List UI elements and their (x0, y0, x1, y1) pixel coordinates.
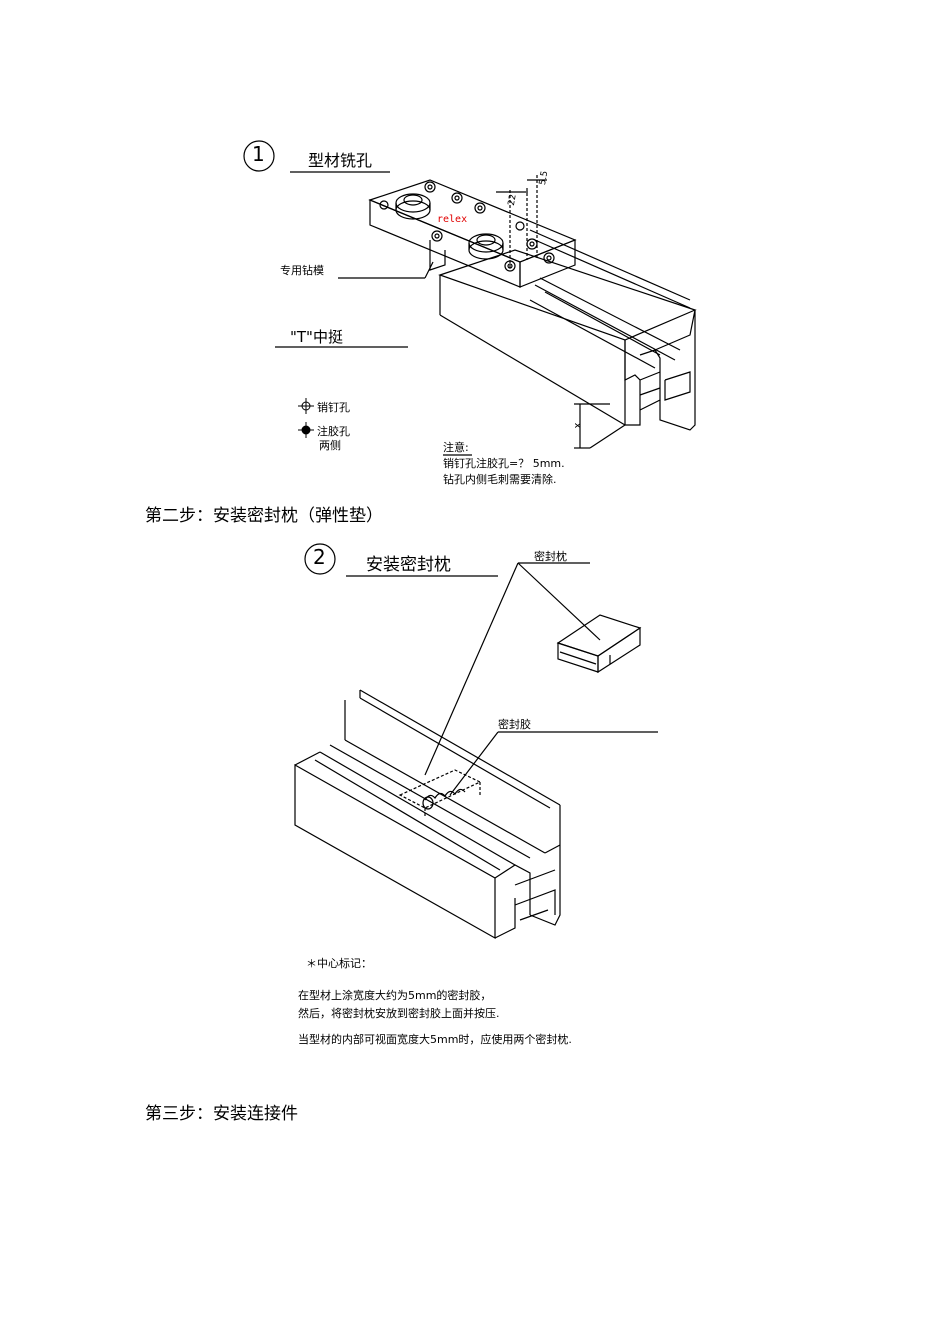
label-pillow: 密封枕 (534, 550, 567, 563)
legend-pin-hole: 销钉孔 (317, 401, 350, 414)
label-template: 专用钻模 (280, 264, 324, 277)
figure1-number-circle (243, 140, 275, 172)
legend-glue-hole: 注胶孔 (317, 425, 350, 438)
figure1-number-text: 1 (252, 142, 265, 166)
figure2-title: 安装密封枕 (366, 555, 451, 575)
step3-heading: 第三步：安装连接件 (145, 1104, 298, 1124)
brand-mark: relex (437, 214, 468, 225)
label-profile: "T"中挺 (290, 328, 343, 346)
step2-heading: 第二步：安装密封枕（弹性垫） (145, 506, 383, 526)
label-glue: 密封胶 (498, 718, 531, 731)
instruction-line-2: 然后，将密封枕安放到密封胶上面并按压. (298, 1007, 500, 1020)
figure1-title: 型材铣孔 (308, 151, 373, 170)
legend-glue-hole-sub: 两侧 (319, 439, 341, 452)
instruction-line-1: 在型材上涂宽度大约为5mm的密封胶， (298, 989, 492, 1002)
dim-22: 22 (506, 193, 519, 207)
instruction-line-3: 当型材的内部可视面宽度大5mm时，应使用两个密封枕. (298, 1033, 572, 1046)
dim-x: x (572, 422, 584, 429)
figure2-number-text: 2 (313, 545, 326, 569)
note-title: 注意: (443, 441, 469, 454)
figure1-drawing (243, 140, 697, 456)
note-line-1: 销钉孔注胶孔=？ 5mm. (443, 457, 565, 470)
note-line-2: 钻孔内侧毛刺需要清除. (443, 473, 557, 486)
center-mark: ＊中心标记： (306, 957, 372, 970)
